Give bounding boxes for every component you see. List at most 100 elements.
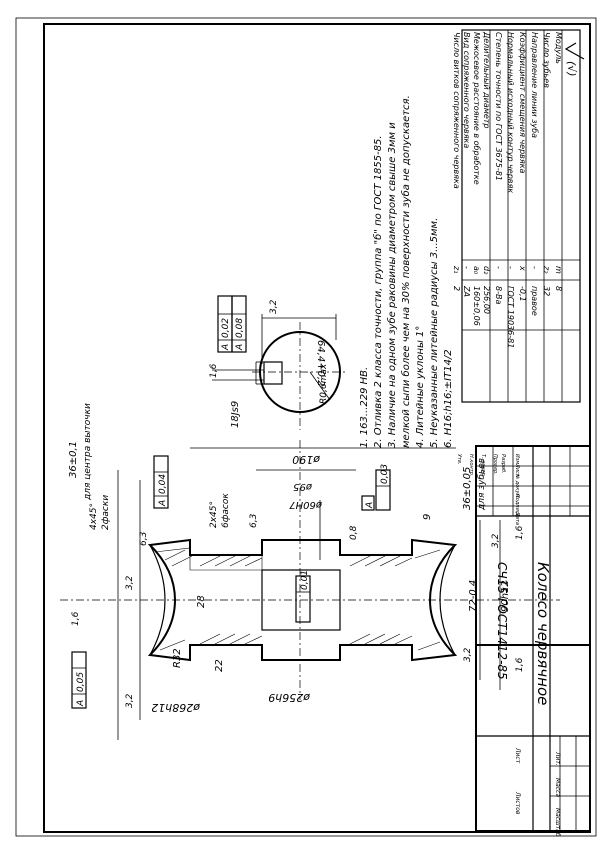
tb-doc: № докум. [514, 473, 520, 499]
dim-d190: ø190 [292, 453, 321, 466]
tol-runout-top-value: 0,04 [158, 474, 168, 494]
param-label-0: Модуль [554, 32, 563, 64]
param-label-1: Число зубьев [542, 32, 551, 88]
tb-scale: Масштаб [554, 808, 561, 837]
roughness-32-d: 3,2 [463, 647, 473, 662]
dim-28: 28 [196, 595, 207, 608]
tb-sheets: Листов [514, 791, 521, 815]
dim-r32: R32 [172, 648, 183, 668]
inner-frame [43, 23, 591, 833]
param-sym-5: - [494, 266, 503, 269]
tol-cyl-value: 0,01 [300, 570, 310, 590]
dim-36-teeth: 36±0,05 [462, 467, 473, 510]
chamfer1-size: 4x45° [89, 503, 99, 530]
tol-sym-datum: А [235, 344, 245, 351]
roughness-32-a: 3,2 [125, 575, 135, 590]
dim-9: 9 [422, 514, 433, 520]
roughness-63-b: 6,3 [249, 513, 259, 528]
general-roughness-text: (√) [565, 61, 578, 77]
param-val-2: правое [530, 286, 539, 316]
param-sym-7: a₀ [472, 266, 481, 275]
dim-72: 72-0,4 [468, 580, 479, 612]
param-val-8: ZA [462, 285, 471, 297]
param-val-7: 160±0,06 [472, 286, 481, 326]
roughness-32-b: 3,2 [125, 693, 135, 708]
tb-izm: Изм. [514, 454, 520, 466]
tol-frame-cyl [295, 575, 311, 623]
param-label-7: Межосевое расстояние в обработке [472, 32, 481, 185]
param-sym-4: - [506, 266, 515, 269]
param-val-6: 256,00 [482, 286, 491, 314]
diameter-dim-lines [117, 447, 501, 740]
tol-frame-perp [361, 469, 391, 511]
param-sym-6: d₂ [482, 266, 491, 275]
roughness-16-c: 1,6 [515, 657, 525, 672]
main-section-view [60, 440, 560, 700]
part-name: Колесо червячное [534, 562, 552, 705]
keyway-width-dim: 18Js9 [230, 401, 241, 428]
tb-razrab: Разраб. [500, 454, 506, 474]
keyway-depth-dim: 64,4+0,2 [315, 340, 326, 387]
roughness-32-c: 3,2 [491, 533, 501, 548]
part-material: СЧ15 ГОСТ1412-85 [495, 562, 509, 680]
dim-36-center: 36±0,1 [68, 441, 79, 478]
note-6: 6. H16;h16;±IT14/2 [443, 349, 454, 448]
note-3b: мелкой сыпи более чем на 30% поверхности… [400, 95, 412, 448]
tb-prov: Провер. [492, 454, 498, 475]
param-val-4: ГОСТ 19036-81 [506, 286, 515, 348]
param-sym-1: z₂ [542, 265, 551, 274]
note-2: 2. Отливка 2 класса точности, группа "б"… [372, 135, 384, 448]
tb-utv: Утв. [456, 454, 462, 465]
tol-parallel-value: 0,02 [221, 318, 231, 338]
dim-90: 90h12 [500, 580, 511, 612]
parameter-table [461, 29, 581, 403]
tol-runout-left-datum: А [76, 700, 86, 707]
hub-bore [261, 569, 341, 631]
chamfer2-size: 2x45° [209, 501, 219, 528]
dim-36-teeth-note: для зубьев [477, 458, 487, 511]
param-sym-9: z₁ [452, 265, 461, 273]
tb-list: Лист [514, 463, 520, 478]
param-val-5: 8-Вa [494, 286, 503, 304]
throat-arc-right [439, 544, 456, 656]
general-roughness-symbol: (√) [564, 42, 585, 77]
note-5: 5. Неуказанные литейные радиусы 3...5мм. [429, 218, 440, 448]
tol-perp-value: 0,03 [380, 464, 390, 484]
tol-sym-value: 0,08 [235, 318, 245, 338]
roughness-63-a: 6,3 [139, 531, 149, 546]
param-label-2: Направление линии зуба [530, 32, 539, 138]
outer-frame [15, 17, 597, 837]
dim-d268: ø268h12 [151, 701, 201, 714]
datum-label: А [365, 502, 375, 509]
param-label-6: Делительный диаметр [482, 31, 491, 129]
tb-mass: Масса [554, 778, 561, 797]
keyway-radius-dim: R0,6max [319, 363, 329, 404]
tb-sheet: Лист [514, 747, 521, 764]
dim-d256: ø256h9 [268, 691, 311, 704]
roughness-16-b: 1,6 [515, 525, 525, 540]
tol-frame-runout-top [153, 455, 169, 509]
tb-lit: Лит. [554, 751, 561, 766]
chamfer1-note: 2фаски [101, 495, 111, 530]
dim-22: 22 [214, 659, 225, 672]
param-sym-2: - [530, 266, 539, 269]
param-val-0: 8 [554, 286, 563, 291]
keyway-roughness-32: 3,2 [269, 299, 279, 314]
param-sym-0: m [554, 266, 563, 274]
param-label-9: Число витков сопряженного червяка [452, 32, 461, 189]
param-sym-3: x [518, 265, 527, 271]
note-1: 1. 163...229 НВ. [359, 367, 370, 448]
param-val-3: -0,1 [518, 286, 527, 302]
note-3: 3. Наличие на одном зубе раковины диамет… [386, 122, 398, 448]
dim-36-center-note: для центра выточки [83, 403, 93, 501]
tb-date: Дата [514, 511, 520, 525]
throat-arc-left [149, 544, 166, 656]
tb-nkontr: Н.контр. [468, 454, 474, 476]
dim-d60: ø60H7 [289, 499, 323, 510]
keyway-section-view [212, 314, 346, 430]
tol-runout-left-value: 0,05 [76, 672, 86, 692]
tb-tkontr: Т. контр. [480, 454, 486, 477]
dim-08: 0,8 [349, 525, 359, 540]
